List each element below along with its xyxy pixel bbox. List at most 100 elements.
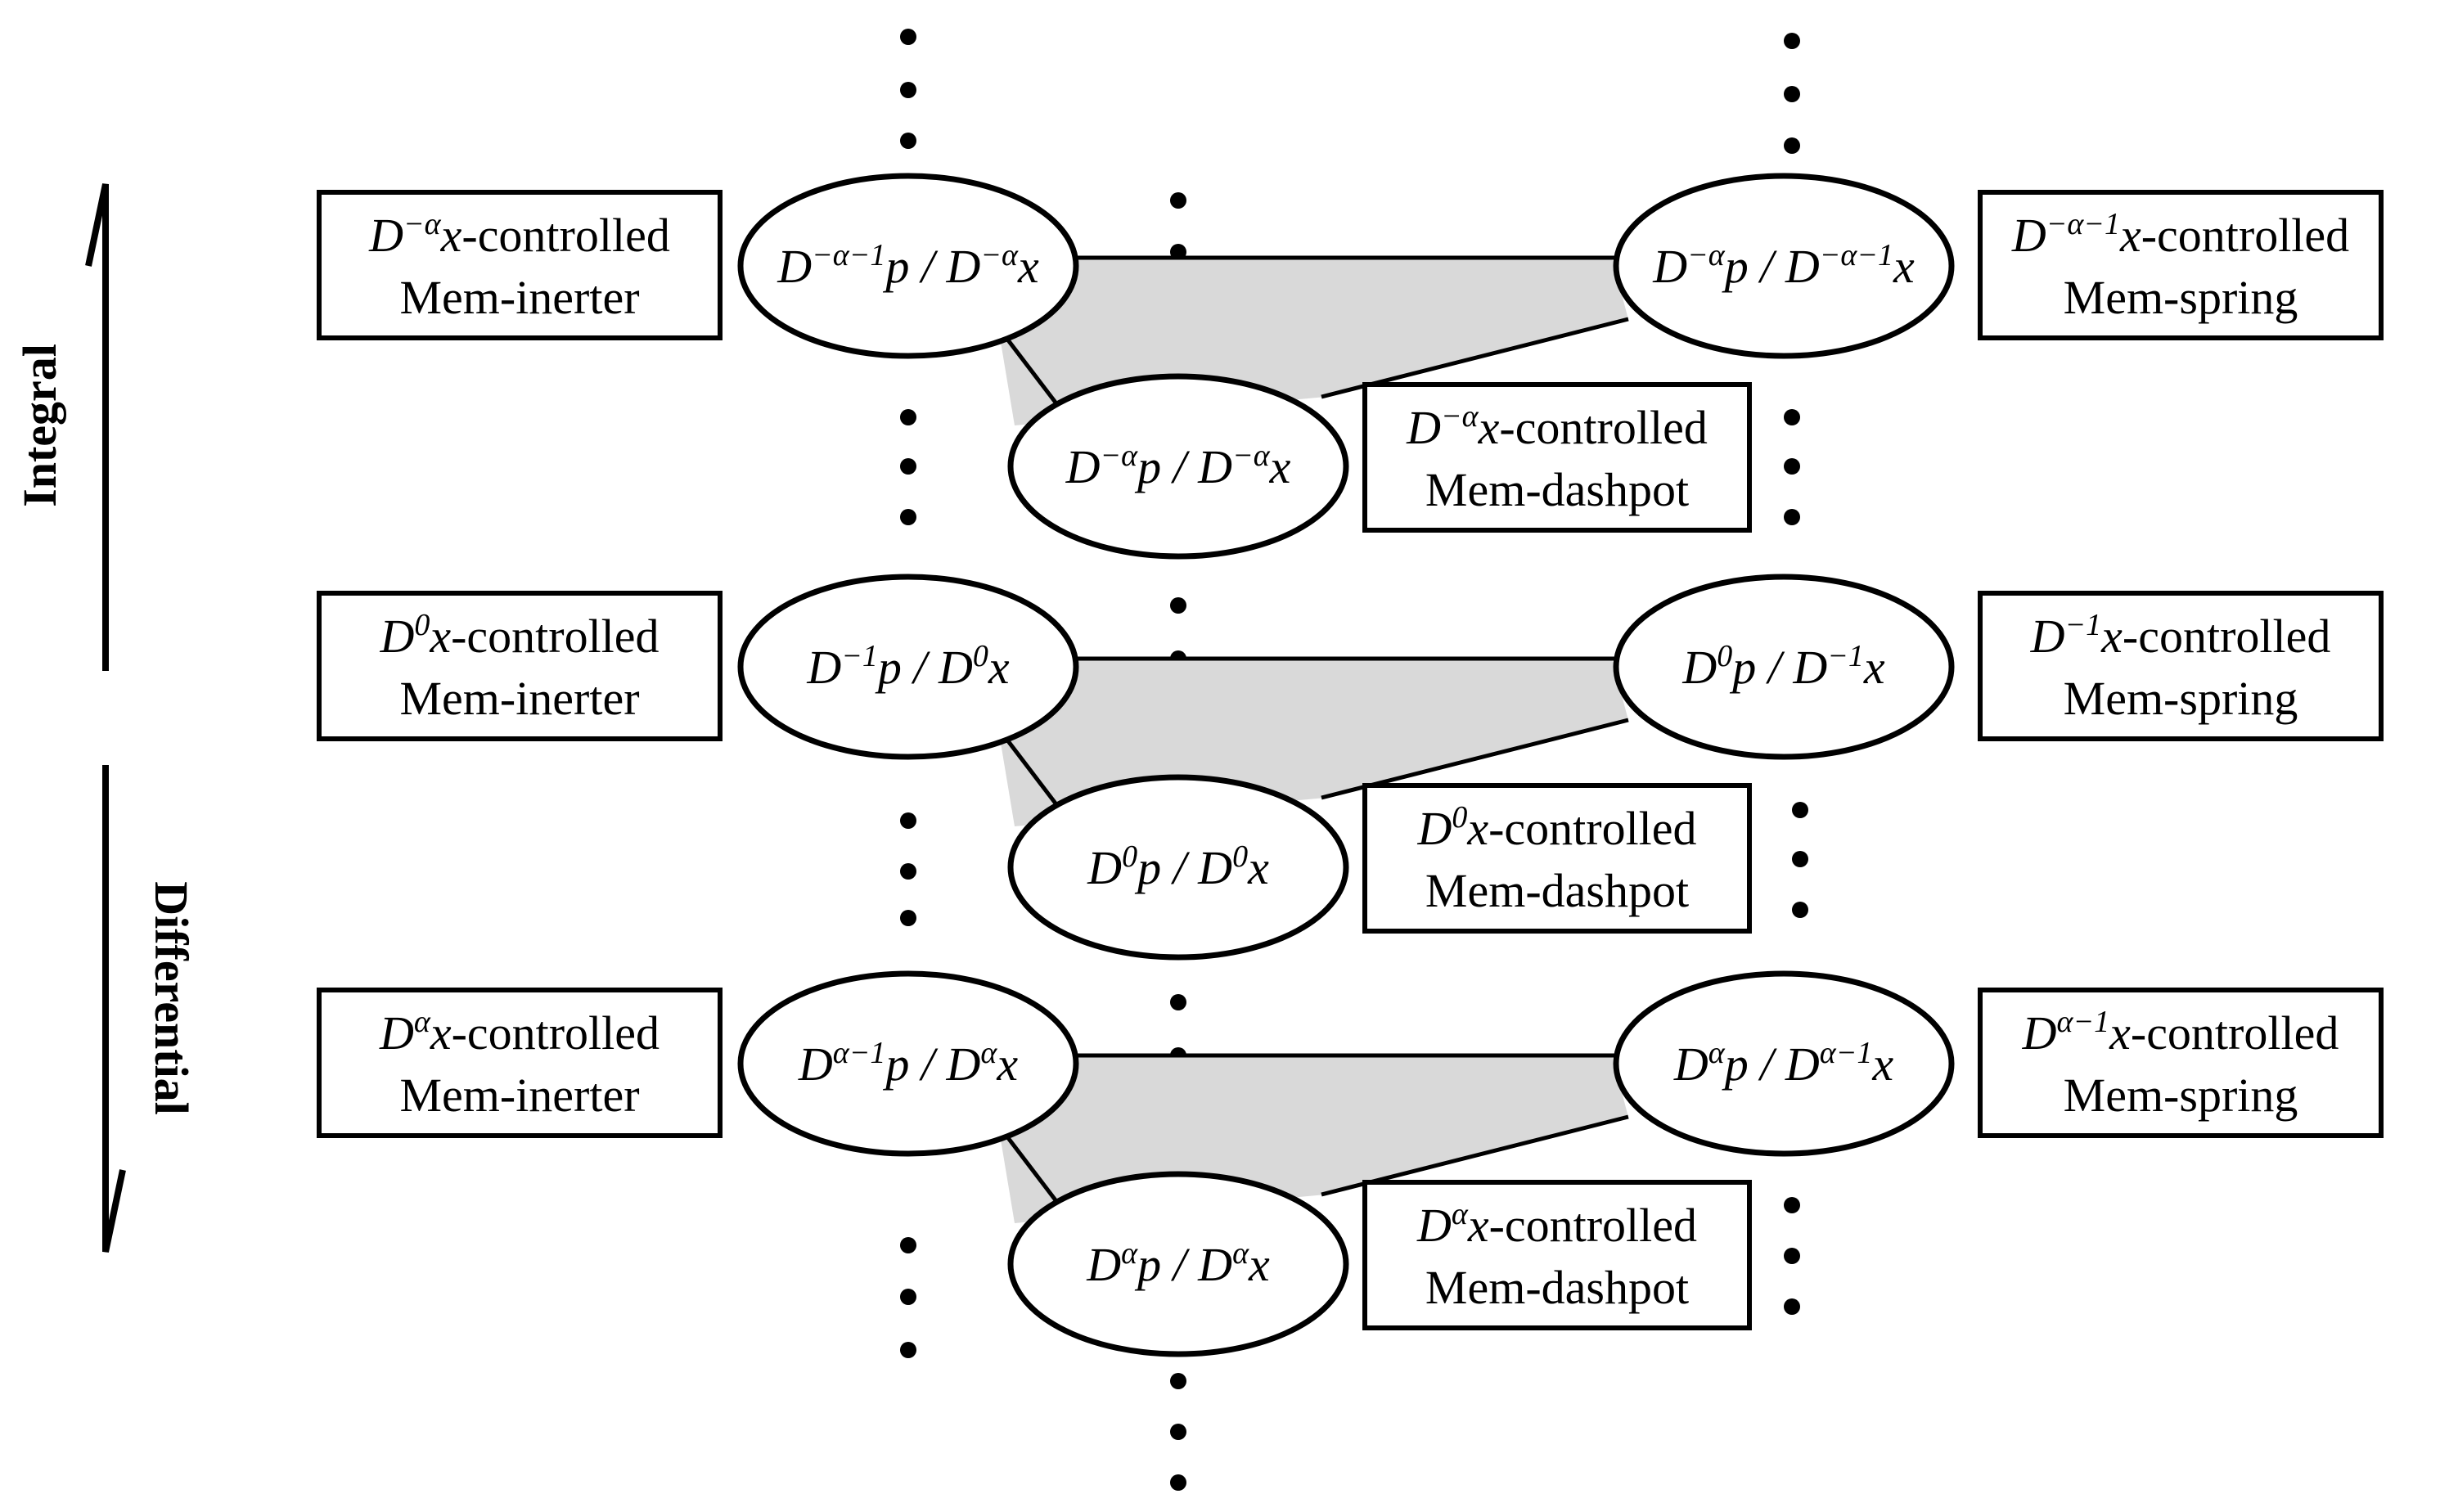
box-inerter-line1: D0x-controlled	[379, 608, 659, 663]
box-dashpot-line1: Dαx-controlled	[1416, 1197, 1697, 1252]
box-dashpot-line2: Mem-dashpot	[1425, 864, 1689, 917]
ellipse-right-formula-seg-3: −1	[1827, 639, 1864, 673]
ellipse-bottom-formula-seg-4: x	[1247, 841, 1269, 894]
ellipse-left-formula-seg-0: D	[806, 641, 841, 694]
differential-label: Differential	[145, 881, 198, 1115]
box-dashpot-line1: D0x-controlled	[1416, 800, 1696, 855]
dot-9-1	[900, 1289, 916, 1305]
box-inerter-line1-seg-1: −α	[403, 207, 442, 241]
box-shape	[1362, 1180, 1752, 1330]
ellipse-left-formula-seg-3: −α	[980, 238, 1019, 272]
box-inerter-line1-seg-2: x	[440, 209, 462, 262]
box-spring-line1: D−1x-controlled	[2030, 608, 2331, 663]
box-dashpot-line1-seg-2: x	[1478, 401, 1500, 454]
dot-0-1	[900, 82, 916, 98]
ellipse-bottom-formula: D0p / D0x	[1087, 839, 1269, 894]
ellipse-right-formula-seg-1: −α	[1687, 238, 1726, 272]
box-spring-line1-seg-3: -controlled	[2141, 209, 2349, 262]
ellipse-left-formula: D−α−1p / D−αx	[777, 238, 1039, 293]
box-spring-line1-seg-2: x	[2100, 610, 2123, 663]
box-shape	[317, 190, 723, 340]
ellipse-left: D−α−1p / D−αx	[737, 173, 1079, 359]
ellipse-left-formula-seg-3: 0	[973, 639, 988, 673]
box-spring-line2: Mem-spring	[2064, 271, 2298, 324]
dot-3-2	[900, 509, 916, 525]
box-spring-line1-seg-2: x	[2109, 1006, 2131, 1060]
box-dashpot-line1-seg-2: x	[1466, 802, 1488, 855]
box-dashpot-line2: Mem-dashpot	[1425, 1261, 1689, 1314]
ellipse-right-formula-seg-2: p / D	[1729, 641, 1827, 694]
dot-3-1	[900, 458, 916, 475]
dot-6-2	[900, 910, 916, 926]
ellipse-right: D−αp / D−α−1x	[1613, 173, 1955, 359]
ellipse-left-formula-seg-2: p / D	[875, 641, 973, 694]
box-dashpot-line1-seg-1: 0	[1452, 800, 1467, 835]
box-inerter-line1-seg-2: x	[430, 1006, 452, 1060]
ellipse-right-formula-seg-2: p / D	[1722, 240, 1820, 293]
box-dashpot-line1-seg-1: −α	[1441, 399, 1479, 434]
box-shape	[1362, 382, 1752, 533]
ellipse-bottom-formula-seg-0: D	[1065, 440, 1101, 493]
dot-10-0	[1784, 1197, 1800, 1213]
ellipse-bottom-formula-seg-4: x	[1269, 440, 1291, 493]
box-inerter-line1-seg-3: -controlled	[451, 610, 659, 663]
dot-8-0	[1170, 994, 1186, 1010]
ellipse-left-formula: Dα−1p / Dαx	[798, 1036, 1018, 1091]
dot-3-0	[900, 409, 916, 425]
ellipse-left: D−1p / D0x	[737, 574, 1079, 760]
box-inerter-line1-seg-1: α	[414, 1005, 431, 1039]
ellipse-shape	[737, 574, 1079, 760]
box-inerter-line1: D−αx-controlled	[368, 207, 670, 262]
box-inerter-line2: Mem-inerter	[399, 672, 639, 725]
box-inerter-line1-seg-0: D	[368, 209, 403, 262]
box-shape	[317, 988, 723, 1138]
box-dashpot-line1-seg-3: -controlled	[1499, 401, 1707, 454]
ellipse-left-formula-seg-2: p / D	[882, 1037, 980, 1091]
ellipse-shape	[1613, 574, 1955, 760]
dot-1-0	[1784, 33, 1800, 49]
ellipse-shape	[1007, 1171, 1349, 1357]
ellipse-shape	[1613, 970, 1955, 1157]
box-dashpot-line1-seg-0: D	[1406, 401, 1441, 454]
box-spring-line1-seg-1: −α−1	[2046, 207, 2120, 241]
ellipse-left-formula-seg-1: α−1	[833, 1036, 886, 1070]
dot-11-2	[1170, 1474, 1186, 1491]
dot-1-2	[1784, 137, 1800, 154]
ellipse-left-formula-seg-3: α	[980, 1036, 997, 1070]
box-inerter-line1-seg-3: -controlled	[461, 209, 669, 262]
box-dashpot-line1-seg-3: -controlled	[1489, 1199, 1697, 1252]
ellipse-bottom: D−αp / D−αx	[1007, 373, 1349, 560]
ellipse-right-formula-seg-4: x	[1863, 641, 1885, 694]
ellipse-left-formula-seg-4: x	[988, 641, 1010, 694]
ellipse-shape	[1007, 373, 1349, 560]
ellipse-right-formula-seg-0: D	[1652, 240, 1687, 293]
ellipse-bottom-formula-seg-3: −α	[1232, 439, 1271, 473]
ellipse-right-formula-seg-0: D	[1673, 1037, 1708, 1091]
box-spring-line1-seg-0: D	[2022, 1006, 2057, 1060]
dot-10-2	[1784, 1298, 1800, 1315]
left-connector	[997, 1123, 1065, 1213]
box-spring-line1-seg-1: −1	[2065, 608, 2102, 642]
ellipse-right-formula: D−αp / D−α−1x	[1652, 238, 1915, 293]
differential-arrow	[102, 765, 126, 1253]
ellipse-left-formula-seg-4: x	[1017, 240, 1039, 293]
dot-4-2	[1784, 509, 1800, 525]
ellipse-bottom-formula-seg-3: 0	[1232, 839, 1248, 874]
box-shape	[1978, 591, 2384, 741]
box-inerter-line1-seg-1: 0	[414, 608, 430, 642]
box-shape	[1362, 783, 1752, 934]
ellipse-left-formula-seg-0: D	[777, 240, 812, 293]
dot-4-0	[1784, 409, 1800, 425]
box-dashpot-line1-seg-3: -controlled	[1488, 802, 1696, 855]
dot-7-0	[1792, 802, 1808, 818]
dot-6-0	[900, 812, 916, 829]
ellipse-shape	[1007, 774, 1349, 961]
box-dashpot-line1-seg-1: α	[1452, 1197, 1469, 1231]
